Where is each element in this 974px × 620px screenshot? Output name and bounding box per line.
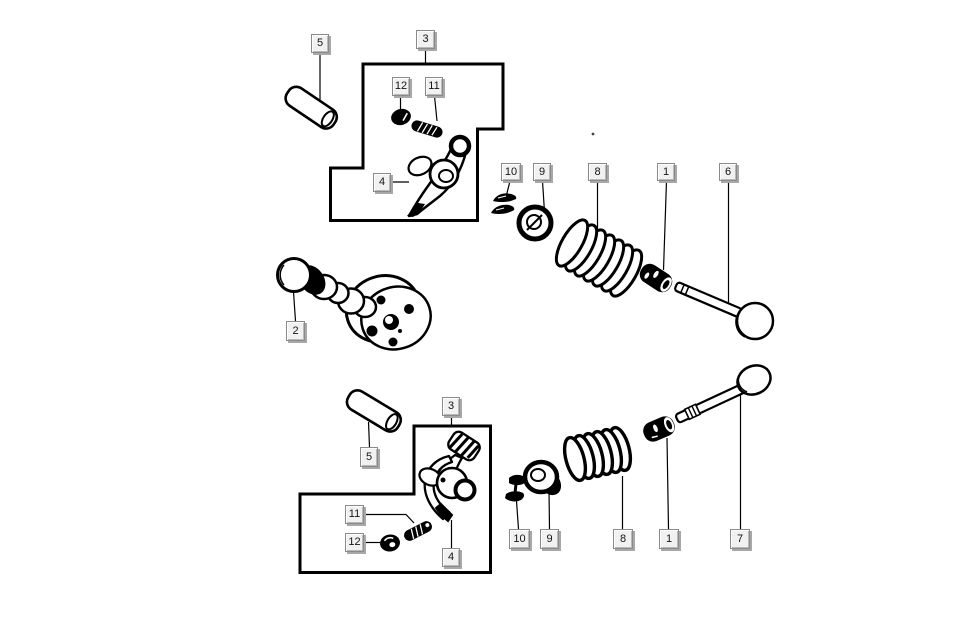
valve-top-drawing [674, 281, 775, 341]
callout-1-bottom[interactable]: 1 [659, 529, 679, 549]
callout-7-bottom[interactable]: 7 [730, 529, 750, 549]
callout-2-camshaft[interactable]: 2 [286, 321, 305, 341]
valve-bottom-drawing [674, 364, 772, 424]
callout-9-top[interactable]: 9 [533, 163, 551, 181]
spring-retainer-bottom-drawing [522, 459, 562, 496]
adjuster-screw-bottom-drawing [404, 521, 432, 541]
callout-1-top[interactable]: 1 [657, 163, 675, 181]
adjuster-screw-top-drawing [411, 120, 443, 138]
spring-retainer-top-drawing [516, 204, 554, 242]
valve-stem-seal-bottom-drawing [643, 416, 675, 442]
callout-8-bottom[interactable]: 8 [613, 529, 633, 549]
callout-10-bottom[interactable]: 10 [509, 529, 530, 549]
valve-cotters-bottom-drawing [505, 474, 527, 502]
camshaft-drawing [276, 257, 432, 351]
callout-4-bottom[interactable]: 4 [442, 548, 460, 567]
rocker-arm-bottom-drawing [418, 430, 481, 523]
valve-cotters-top-drawing [491, 193, 517, 214]
rocker-shaft-pin-bottom-drawing [345, 389, 403, 433]
callout-10-top[interactable]: 10 [501, 163, 521, 181]
rocker-cover-outline-top-drawing [329, 62, 505, 222]
adjuster-nut-bottom-drawing [380, 534, 400, 552]
callout-12-bottom[interactable]: 12 [345, 533, 364, 552]
callout-11-top[interactable]: 11 [425, 77, 443, 96]
callout-4-top[interactable]: 4 [373, 173, 391, 192]
leader-lines [292, 49, 742, 548]
callout-8-top[interactable]: 8 [588, 163, 607, 181]
rocker-arm-top-drawing [407, 134, 472, 218]
adjuster-nut-top-drawing [391, 108, 411, 126]
valve-spring-bottom-drawing [562, 425, 633, 483]
valve-spring-top-drawing [554, 218, 644, 298]
callout-6-top[interactable]: 6 [719, 163, 737, 181]
callout-9-bottom[interactable]: 9 [540, 529, 559, 549]
callout-12-top[interactable]: 12 [392, 77, 410, 96]
callout-5-bottom[interactable]: 5 [360, 447, 378, 467]
callout-3-bottom[interactable]: 3 [442, 397, 460, 416]
callout-5-top[interactable]: 5 [311, 34, 329, 53]
valve-stem-seal-top-drawing [639, 263, 673, 293]
rocker-cover-outline-bottom-drawing [298, 424, 492, 574]
print-dot [591, 132, 595, 136]
callout-3-top[interactable]: 3 [416, 30, 435, 49]
callout-11-bottom[interactable]: 11 [345, 505, 364, 524]
rocker-shaft-pin-top-drawing [284, 85, 339, 130]
